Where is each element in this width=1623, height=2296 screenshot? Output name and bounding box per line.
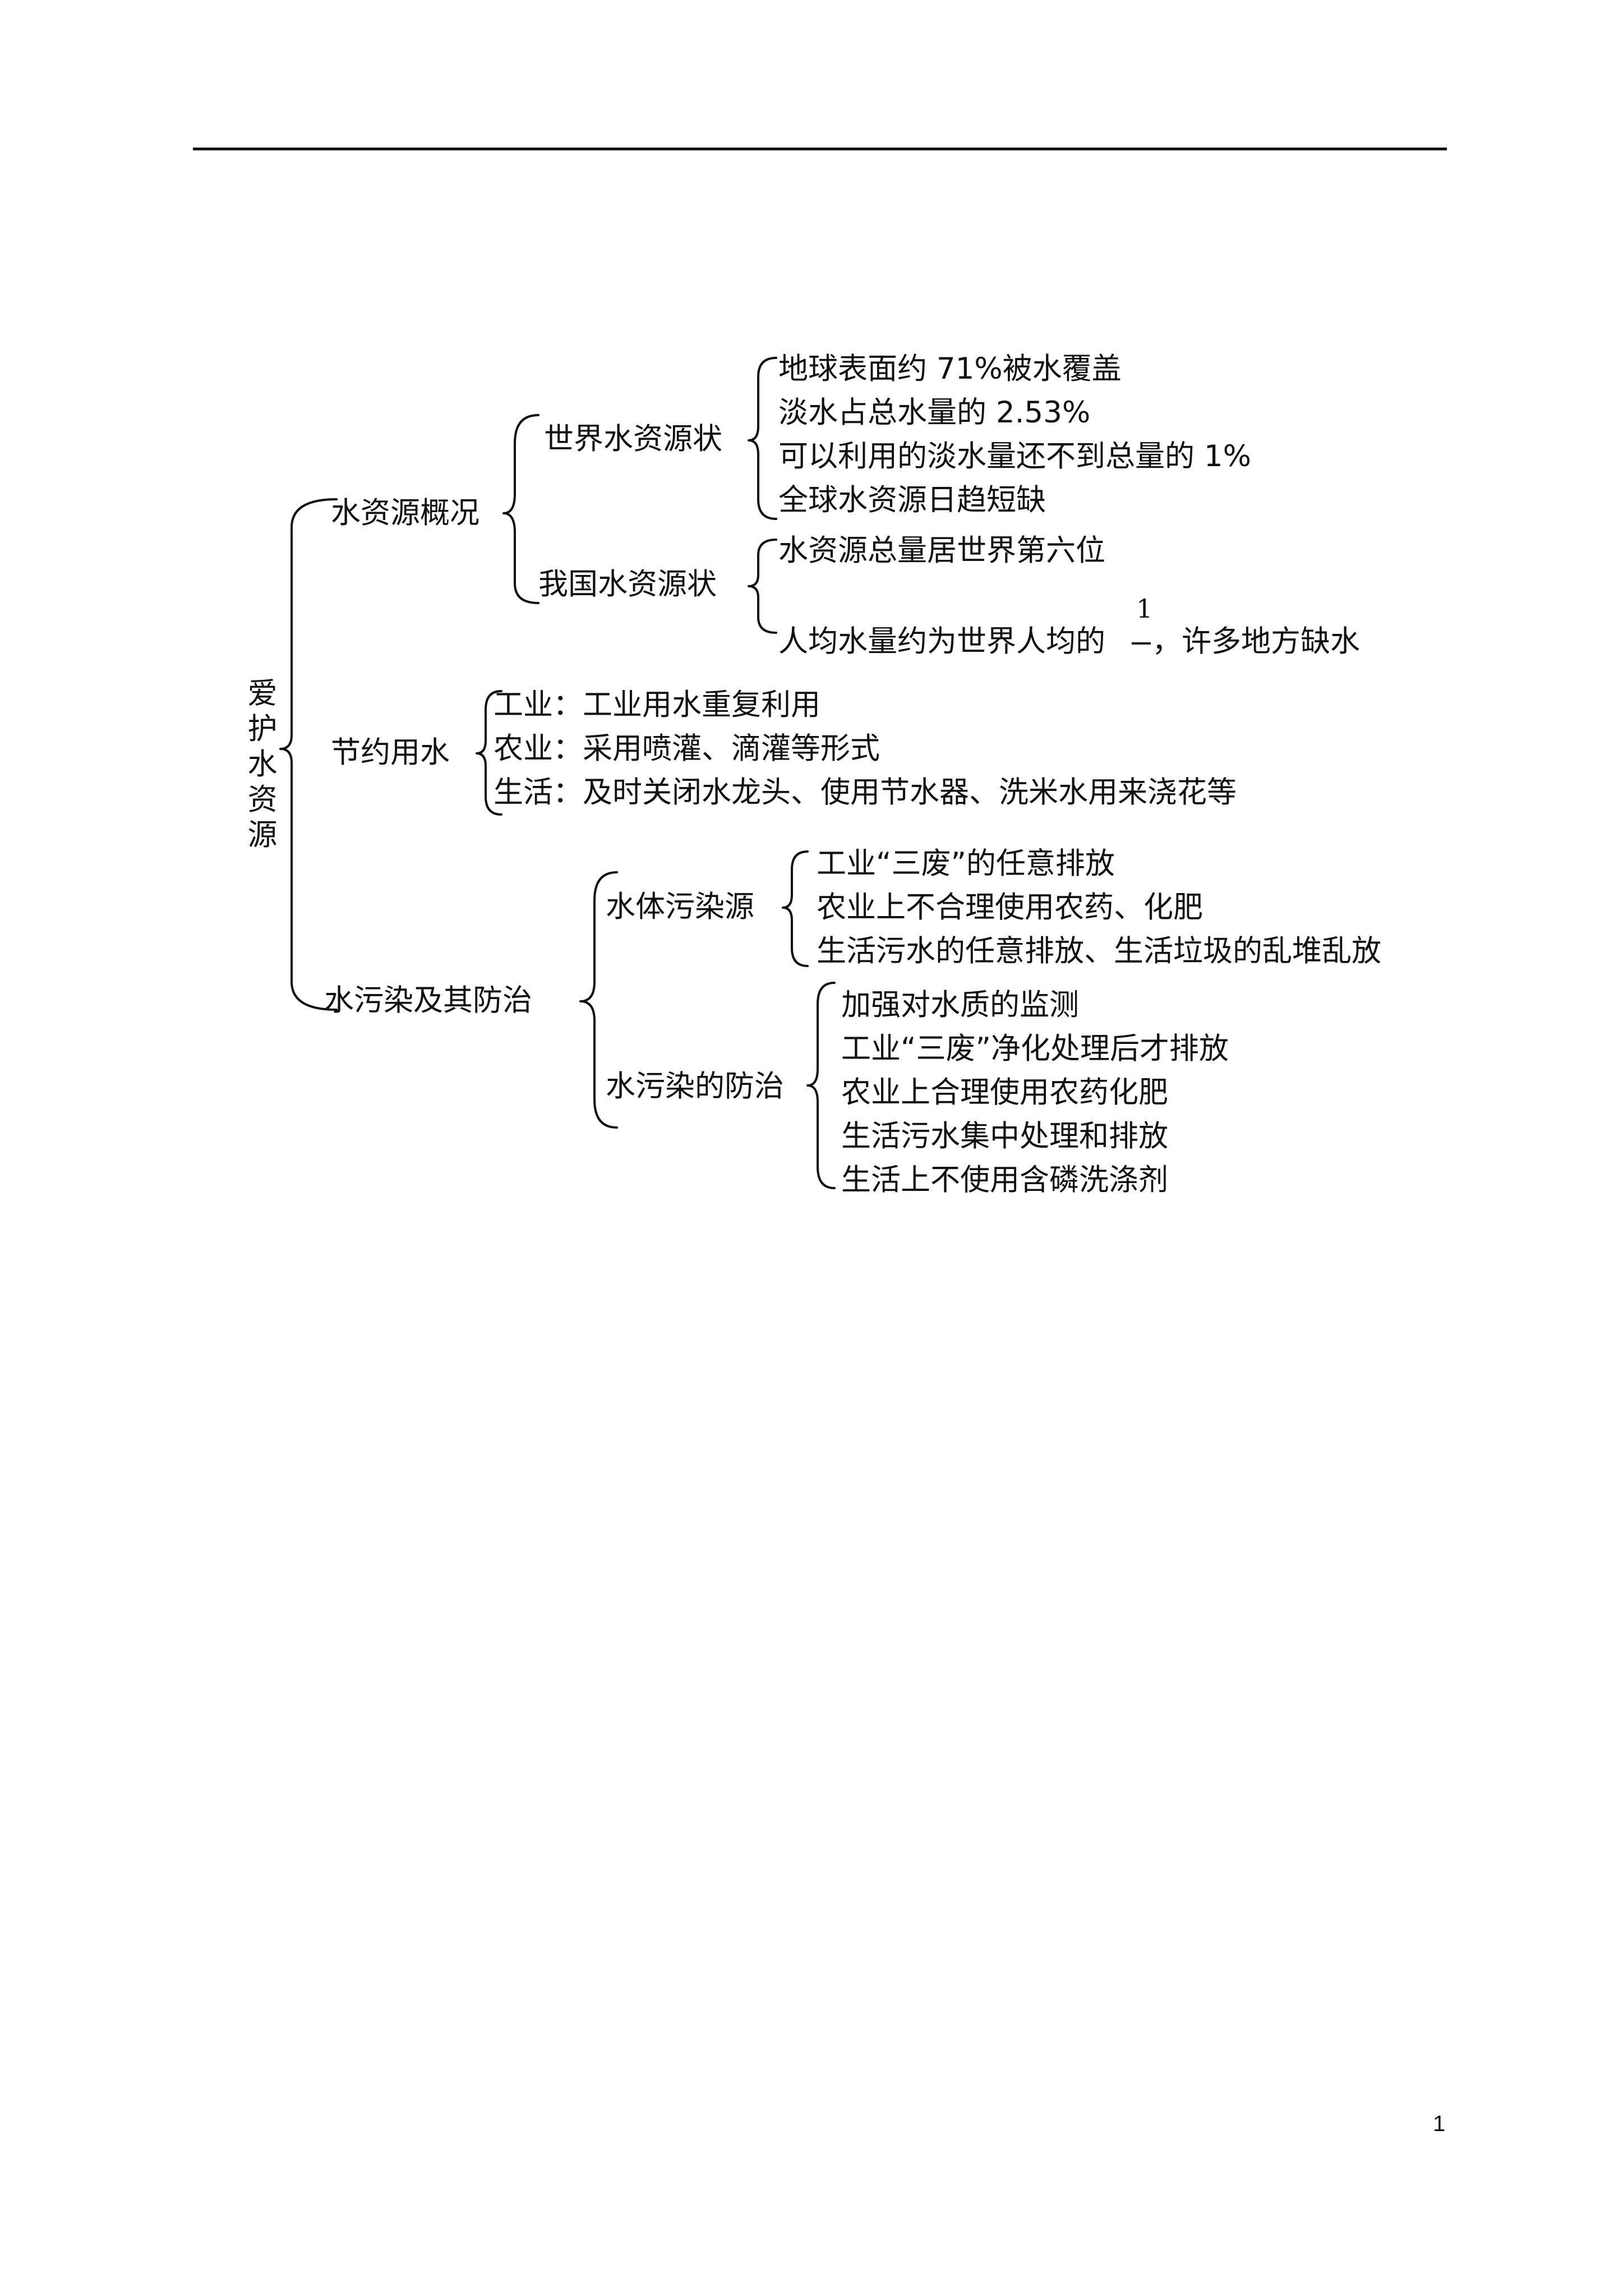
root-title: 爱护水资源 xyxy=(247,677,278,852)
prevention-item: 生活上不使用含磷洗涤剂 xyxy=(841,1163,1168,1197)
world-item: 全球水资源日趋短缺 xyxy=(778,483,1046,517)
world-item: 可以利用的淡水量还不到总量的 1% xyxy=(778,439,1251,473)
china-brace xyxy=(748,539,777,634)
prevention-label: 水污染的防治 xyxy=(606,1069,784,1103)
prevention-item: 农业上合理使用农药化肥 xyxy=(841,1075,1168,1110)
header-rule xyxy=(193,148,1447,150)
pollution-label: 水污染及其防治 xyxy=(324,983,532,1018)
page-number: 1 xyxy=(1433,2111,1446,2136)
sources-item: 生活污水的任意排放、生活垃圾的乱堆乱放 xyxy=(817,934,1381,968)
prevention-brace xyxy=(806,982,836,1189)
china-per-capita-after: ，许多地方缺水 xyxy=(1152,624,1360,659)
saving-item: 生活：及时关闭水龙头、使用节水器、洗米水用来浇花等 xyxy=(494,775,1237,809)
prevention-item: 加强对水质的监测 xyxy=(841,988,1079,1022)
fraction-numerator: 1 xyxy=(1136,593,1153,624)
china-item: 水资源总量居世界第六位 xyxy=(778,533,1105,568)
root-brace xyxy=(279,498,338,1011)
sources-brace xyxy=(782,850,809,967)
china-label: 我国水资源状 xyxy=(538,567,717,601)
world-label: 世界水资源状 xyxy=(544,422,722,456)
sources-item: 农业上不合理使用农药、化肥 xyxy=(817,890,1203,924)
world-item: 地球表面约 71%被水覆盖 xyxy=(778,352,1122,386)
saving-brace xyxy=(476,690,502,816)
prevention-item: 工业“三废”净化处理后才排放 xyxy=(841,1032,1229,1066)
prevention-item: 生活污水集中处理和排放 xyxy=(841,1119,1168,1153)
fraction-bar xyxy=(1132,642,1151,645)
sources-label: 水体污染源 xyxy=(606,890,754,924)
overview-brace xyxy=(502,414,540,604)
world-item: 淡水占总水量的 2.53% xyxy=(778,395,1091,430)
world-brace xyxy=(748,357,777,520)
pollution-brace xyxy=(579,871,618,1129)
sources-item: 工业“三废”的任意排放 xyxy=(817,846,1115,881)
saving-item: 工业：工业用水重复利用 xyxy=(494,688,820,722)
overview-label: 水资源概况 xyxy=(331,496,479,530)
china-per-capita-before: 人均水量约为世界人均的 xyxy=(778,624,1105,659)
saving-label: 节约用水 xyxy=(331,735,450,770)
saving-item: 农业：采用喷灌、滴灌等形式 xyxy=(494,731,880,766)
